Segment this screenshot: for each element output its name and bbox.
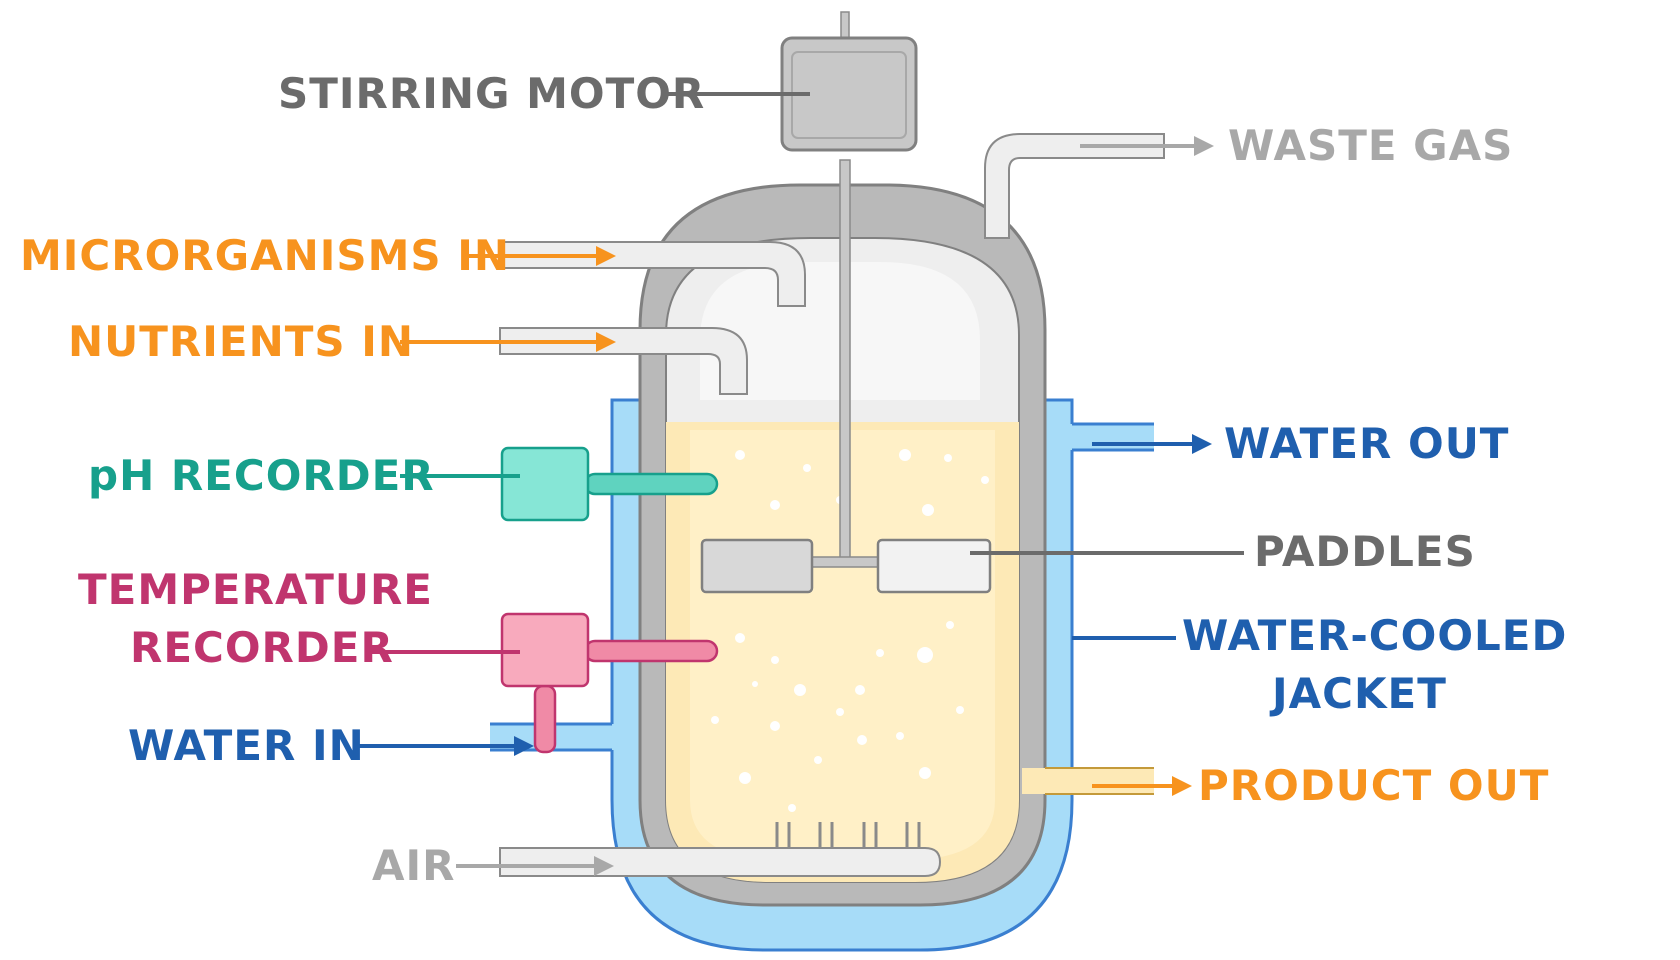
paddle-crossbar	[805, 556, 885, 568]
microorganisms-in-label: MICRORGANISMS IN	[20, 231, 510, 280]
temperature-recorder-label-line2: RECORDER	[130, 623, 394, 672]
product-out-label: PRODUCT OUT	[1198, 761, 1549, 810]
air-sparger-pipe	[499, 847, 942, 877]
ph-recorder-label: pH RECORDER	[88, 451, 435, 500]
stirring-motor-label: STIRRING MOTOR	[278, 69, 705, 118]
temperature-recorder-label-line1: TEMPERATURE	[78, 565, 433, 614]
stirrer-shaft	[839, 159, 851, 561]
paddles-label: PADDLES	[1254, 527, 1476, 576]
temperature-probe	[583, 639, 719, 663]
sparger-outlets	[775, 822, 921, 848]
waste-gas-pipe	[984, 133, 1165, 239]
air-label: AIR	[372, 841, 455, 890]
waste-gas-label: WASTE GAS	[1228, 121, 1513, 170]
water-cooled-jacket-label-line1: WATER-COOLED	[1182, 611, 1567, 660]
ph-recorder-box	[500, 446, 590, 522]
water-out-label: WATER OUT	[1224, 419, 1509, 468]
water-out-pipe	[1068, 424, 1154, 450]
paddle-right	[876, 538, 992, 594]
product-out-pipe	[1022, 768, 1154, 794]
nutrients-in-pipe	[499, 327, 748, 395]
water-cooled-jacket-label-line2: JACKET	[1269, 669, 1447, 718]
bubbles	[711, 449, 989, 812]
nutrients-in-label: NUTRIENTS IN	[68, 317, 414, 366]
temperature-probe-down	[533, 684, 557, 754]
ph-probe	[583, 472, 719, 496]
paddle-left	[700, 538, 814, 594]
water-in-label: WATER IN	[128, 721, 365, 770]
